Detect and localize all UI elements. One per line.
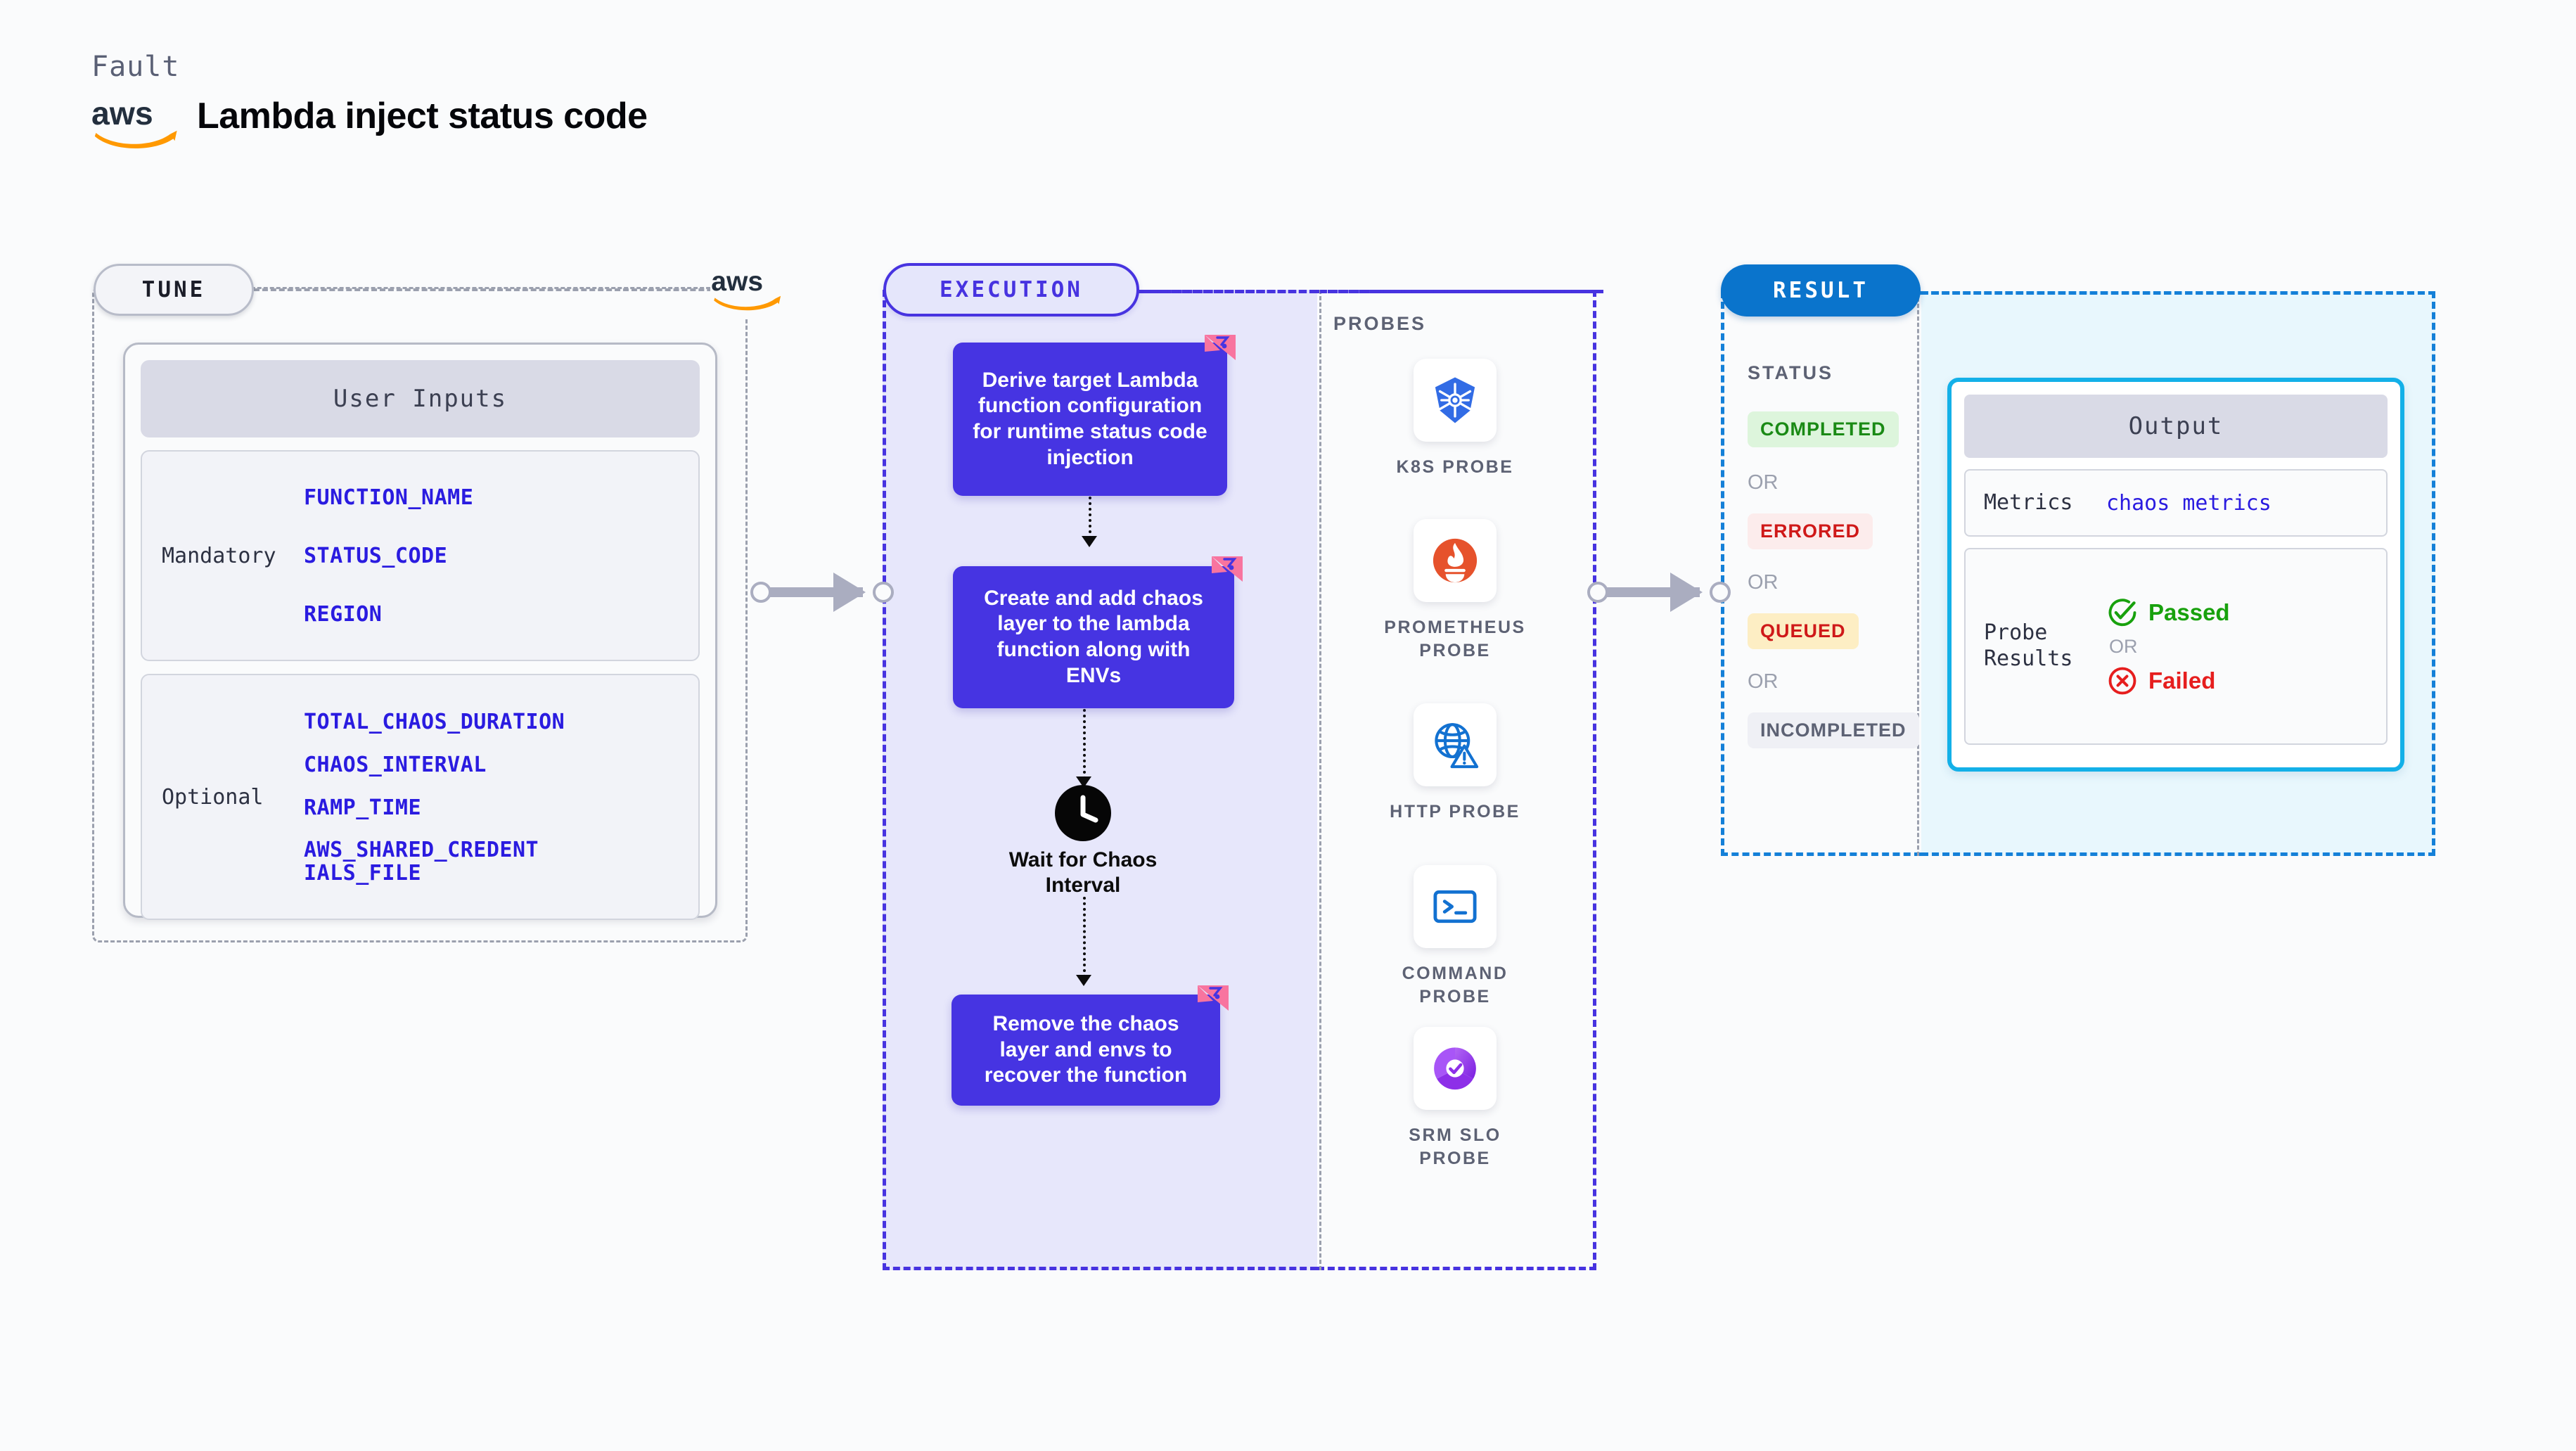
execution-step-1: Derive target Lambda function configurat… bbox=[953, 343, 1227, 496]
metrics-value: chaos metrics bbox=[2106, 490, 2271, 516]
probe-label: COMMAND PROBE bbox=[1402, 964, 1508, 1006]
connector-dot-left bbox=[1587, 582, 1608, 603]
srm-slo-icon bbox=[1414, 1027, 1497, 1110]
prometheus-icon bbox=[1414, 519, 1497, 602]
check-circle-icon bbox=[2108, 598, 2136, 626]
tune-dashed-connector bbox=[254, 288, 746, 291]
probe-result-passed: Passed bbox=[2106, 596, 2230, 629]
x-circle-icon bbox=[2108, 667, 2136, 694]
clock-icon bbox=[1055, 785, 1111, 841]
status-or-label: OR bbox=[1748, 670, 1779, 693]
svg-text:aws: aws bbox=[91, 95, 153, 132]
input-var-function-name: FUNCTION_NAME bbox=[304, 485, 474, 510]
flow-arrowhead-2 bbox=[1076, 776, 1091, 788]
probe-results-label: Probe Results bbox=[1984, 620, 2073, 671]
tune-region bbox=[92, 287, 748, 942]
status-badge-completed: COMPLETED bbox=[1748, 411, 1899, 447]
aws-logo-icon: aws bbox=[91, 95, 177, 149]
user-inputs-card: User Inputs Mandatory FUNCTION_NAME STAT… bbox=[123, 343, 717, 920]
passed-label: Passed bbox=[2148, 599, 2230, 625]
flow-arrow-3 bbox=[1083, 897, 1086, 978]
flow-arrowhead-3 bbox=[1076, 975, 1091, 986]
connector-dot-left bbox=[750, 582, 771, 603]
svg-text:aws: aws bbox=[711, 267, 763, 297]
status-badge-incompleted: INCOMPLETED bbox=[1748, 712, 1919, 748]
optional-label: Optional bbox=[162, 784, 264, 810]
probe-result-or-label: OR bbox=[2109, 635, 2138, 657]
user-inputs-title: User Inputs bbox=[141, 360, 700, 437]
status-or-label: OR bbox=[1748, 571, 1779, 594]
probe-label: HTTP PROBE bbox=[1390, 802, 1520, 822]
page-title: Lambda inject status code bbox=[197, 96, 648, 136]
litmus-icon bbox=[1212, 556, 1243, 582]
wait-for-chaos-interval-label: Wait for Chaos Interval bbox=[1008, 848, 1158, 897]
tune-aws-logo-badge: aws bbox=[710, 259, 783, 319]
execution-to-result-connector bbox=[1579, 573, 1741, 612]
probe-item-prometheus[interactable]: PROMETHEUS PROBE bbox=[1384, 519, 1526, 662]
connector-arrowhead bbox=[1670, 573, 1703, 612]
result-tag[interactable]: RESULT bbox=[1721, 264, 1921, 317]
output-probe-results-row: Probe Results Passed OR Failed bbox=[1964, 548, 2388, 745]
input-var-region: REGION bbox=[304, 601, 383, 627]
page-kicker: Fault bbox=[91, 51, 180, 83]
mandatory-label: Mandatory bbox=[162, 543, 276, 568]
probe-label: PROMETHEUS PROBE bbox=[1384, 618, 1526, 660]
probe-item-command[interactable]: COMMAND PROBE bbox=[1385, 865, 1525, 1008]
result-inner-divider bbox=[1723, 291, 1919, 856]
flow-arrowhead-1 bbox=[1082, 536, 1097, 547]
probe-label: K8S PROBE bbox=[1396, 457, 1514, 477]
probe-item-http[interactable]: HTTP PROBE bbox=[1385, 703, 1525, 824]
kubernetes-icon bbox=[1414, 359, 1497, 442]
connector-arrowhead bbox=[833, 573, 866, 612]
status-title: STATUS bbox=[1748, 362, 1833, 383]
probe-label: SRM SLO PROBE bbox=[1409, 1125, 1501, 1168]
tune-to-execution-connector bbox=[742, 573, 904, 612]
optional-inputs-group: Optional TOTAL_CHAOS_DURATION CHAOS_INTE… bbox=[141, 674, 700, 920]
execution-step-2: Create and add chaos layer to the lambda… bbox=[953, 566, 1234, 708]
result-region bbox=[1721, 291, 1921, 856]
input-var-ramp-time: RAMP_TIME bbox=[304, 795, 422, 820]
probe-item-k8s[interactable]: K8S PROBE bbox=[1385, 359, 1525, 479]
probes-title: PROBES bbox=[1333, 313, 1427, 334]
result-dashed-top-connector bbox=[1921, 291, 2435, 295]
flow-arrow-2 bbox=[1083, 709, 1086, 779]
probe-item-srm-slo[interactable]: SRM SLO PROBE bbox=[1385, 1027, 1525, 1170]
input-var-aws-shared-credentials-file: AWS_SHARED_CREDENTIALS_FILE bbox=[304, 837, 539, 886]
connector-dot-right bbox=[1710, 582, 1731, 603]
probe-result-failed: Failed bbox=[2106, 665, 2230, 697]
litmus-icon bbox=[1198, 985, 1229, 1011]
status-badge-errored: ERRORED bbox=[1748, 513, 1873, 549]
flow-arrow-1 bbox=[1089, 497, 1091, 539]
status-badge-queued: QUEUED bbox=[1748, 613, 1859, 649]
output-card: Output Metrics chaos metrics Probe Resul… bbox=[1947, 378, 2404, 772]
input-var-status-code: STATUS_CODE bbox=[304, 543, 448, 568]
litmus-icon bbox=[1205, 335, 1236, 360]
input-var-total-chaos-duration: TOTAL_CHAOS_DURATION bbox=[304, 709, 565, 734]
terminal-icon bbox=[1414, 865, 1497, 948]
http-globe-warning-icon bbox=[1414, 703, 1497, 786]
failed-label: Failed bbox=[2148, 667, 2216, 693]
mandatory-inputs-group: Mandatory FUNCTION_NAME STATUS_CODE REGI… bbox=[141, 450, 700, 661]
connector-dot-right bbox=[873, 582, 894, 603]
output-metrics-row: Metrics chaos metrics bbox=[1964, 469, 2388, 537]
status-or-label: OR bbox=[1748, 471, 1779, 494]
execution-dashed-top-connector bbox=[1139, 290, 1603, 293]
execution-tag[interactable]: EXECUTION bbox=[883, 263, 1139, 317]
input-var-chaos-interval: CHAOS_INTERVAL bbox=[304, 752, 487, 777]
metrics-label: Metrics bbox=[1984, 490, 2073, 515]
output-card-title: Output bbox=[1964, 395, 2388, 458]
tune-tag[interactable]: TUNE bbox=[94, 264, 254, 316]
execution-step-3: Remove the chaos layer and envs to recov… bbox=[951, 995, 1220, 1106]
